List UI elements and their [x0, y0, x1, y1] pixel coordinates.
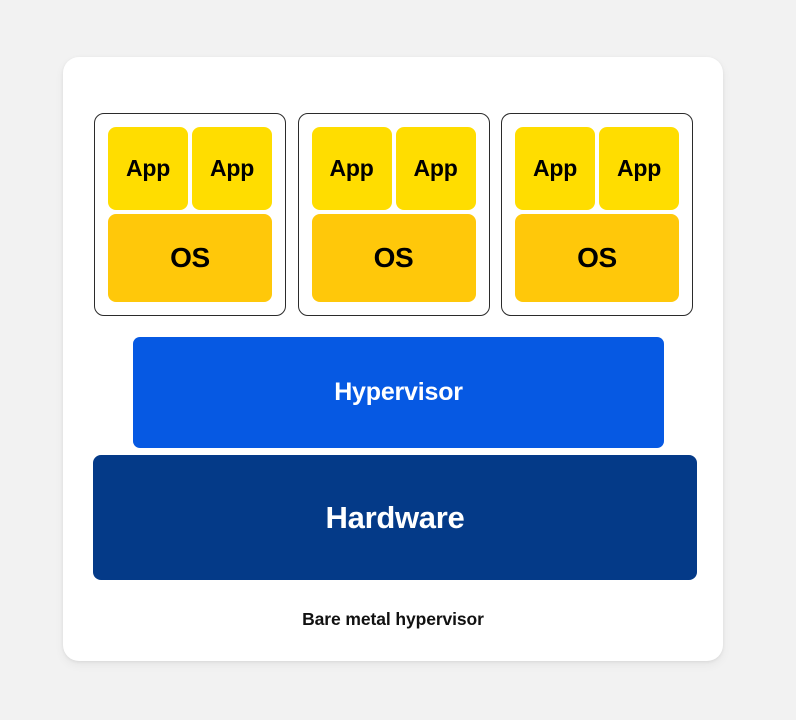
app-box-2-2: App: [395, 127, 476, 210]
os-box-2: OS: [311, 214, 476, 302]
virtual-machines-row: App App OS App App OS App App OS: [94, 113, 693, 316]
app-row-2: App App: [311, 127, 476, 210]
hypervisor-layer: Hypervisor: [133, 337, 664, 448]
app-row-1: App App: [108, 127, 272, 210]
os-box-1: OS: [108, 214, 272, 302]
vm-container-2: App App OS: [297, 113, 490, 316]
app-box-1-2: App: [192, 127, 272, 210]
diagram-card: App App OS App App OS App App OS Hypervi…: [63, 57, 723, 661]
os-box-3: OS: [515, 214, 679, 302]
vm-container-1: App App OS: [94, 113, 286, 316]
app-row-3: App App: [515, 127, 679, 210]
app-box-2-1: App: [311, 127, 392, 210]
diagram-caption: Bare metal hypervisor: [302, 609, 484, 629]
app-box-3-2: App: [599, 127, 679, 210]
app-box-1-1: App: [108, 127, 188, 210]
hardware-layer: Hardware: [93, 455, 697, 580]
app-box-3-1: App: [515, 127, 595, 210]
vm-container-3: App App OS: [501, 113, 693, 316]
